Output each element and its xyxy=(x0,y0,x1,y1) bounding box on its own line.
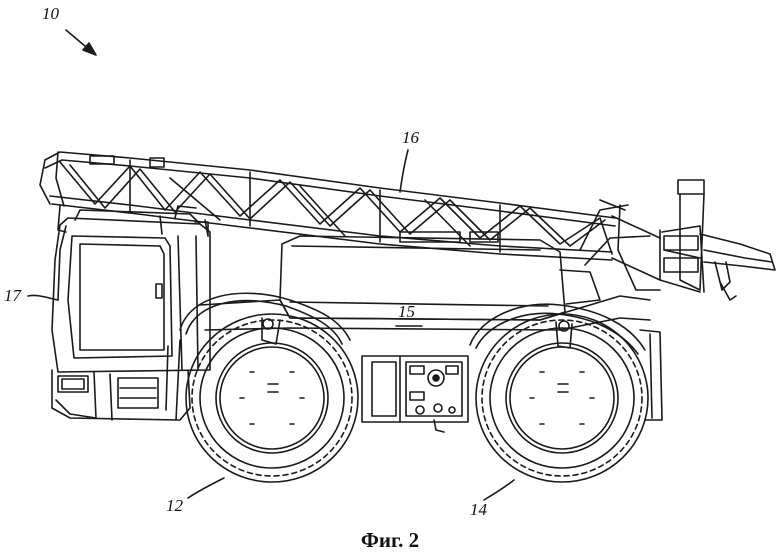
reference-label-16: 16 xyxy=(402,128,419,147)
rear-wheel xyxy=(476,314,648,482)
reference-label-12: 12 xyxy=(166,496,183,515)
reference-arrow-10 xyxy=(66,30,96,55)
figure-caption: Фиг. 2 xyxy=(360,528,420,552)
leader-line-14 xyxy=(484,480,514,500)
reference-label-15: 15 xyxy=(398,302,415,321)
reference-label-14: 14 xyxy=(470,500,487,519)
leader-line-12 xyxy=(188,478,224,498)
leader-line-17 xyxy=(28,295,58,300)
boom-assembly xyxy=(40,152,775,300)
cab xyxy=(52,206,210,420)
front-wheel xyxy=(186,314,358,482)
reference-label-10: 10 xyxy=(42,4,59,23)
leader-line-16 xyxy=(400,150,408,192)
reference-label-17: 17 xyxy=(4,286,21,305)
